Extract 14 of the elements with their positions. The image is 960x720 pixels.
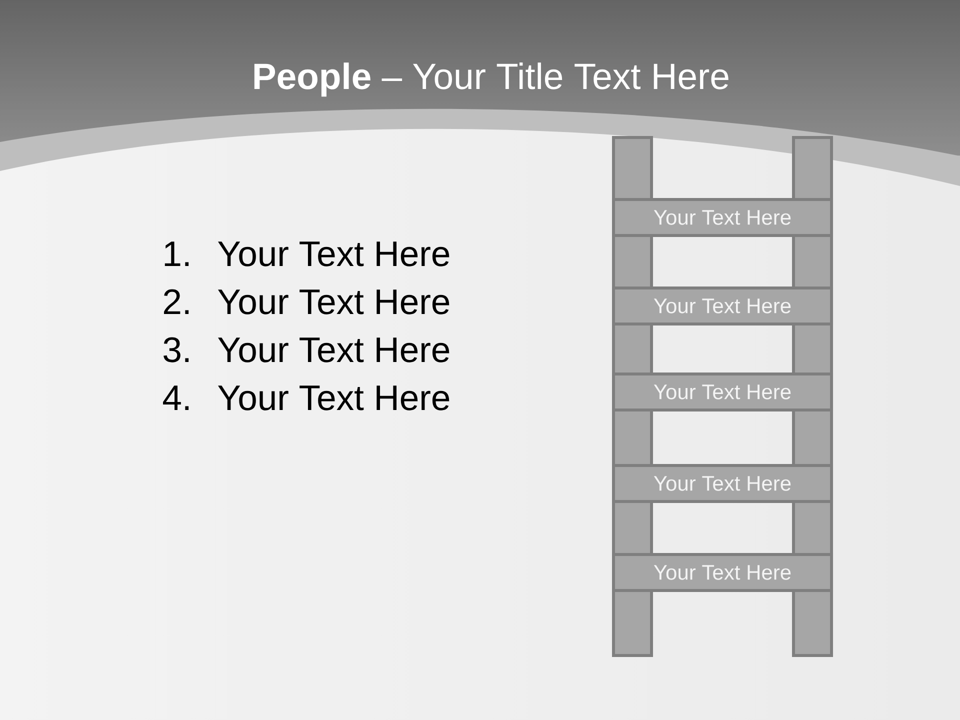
slide-title: People – Your Title Text Here: [254, 62, 728, 97]
ladder-rung: Your Text Here: [612, 464, 833, 503]
list-item: Your Text Here: [218, 386, 450, 410]
list-item: Your Text Here: [218, 338, 450, 362]
list-number: 2.: [164, 289, 189, 314]
ladder-rung: Your Text Here: [612, 553, 833, 592]
ladder-rung: Your Text Here: [612, 372, 833, 412]
list-item: Your Text Here: [218, 242, 450, 266]
list-number: 4.: [163, 386, 189, 410]
list-number: 1.: [164, 242, 189, 266]
list-number: 3.: [164, 337, 189, 362]
ladder-rung: Your Text Here: [612, 198, 833, 237]
list-item: Your Text Here: [218, 290, 450, 314]
ladder-rung: Your Text Here: [612, 286, 833, 326]
